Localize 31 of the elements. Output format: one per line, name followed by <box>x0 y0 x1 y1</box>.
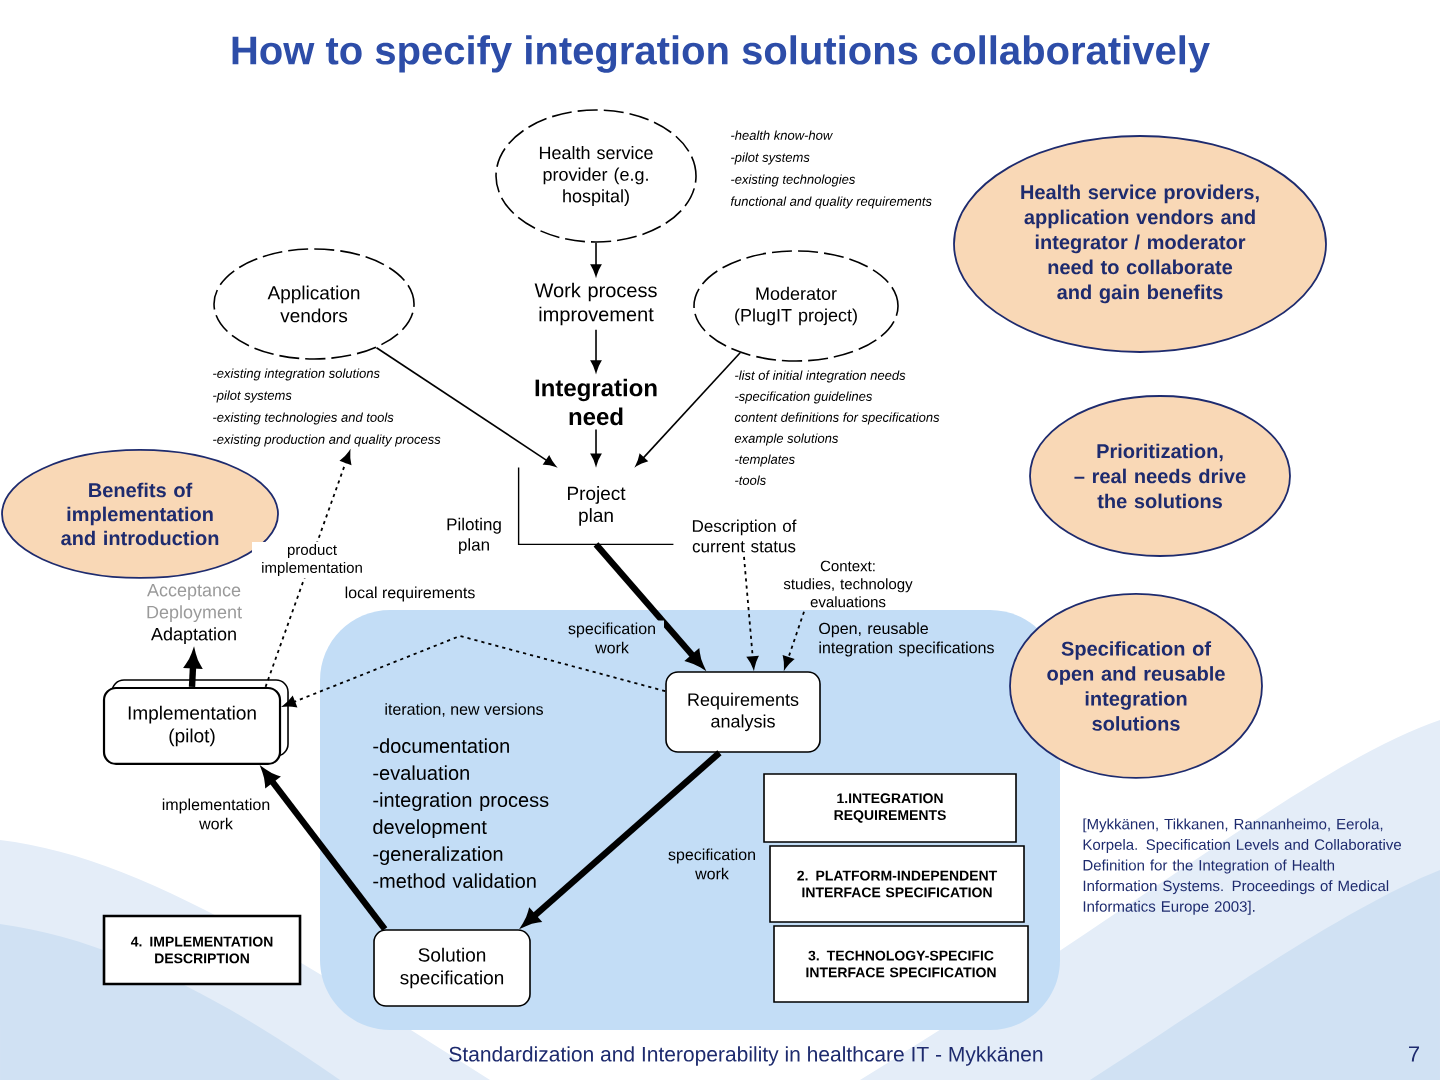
edge-label: implementation work <box>156 796 276 832</box>
arrow <box>590 428 602 466</box>
note-text: Piloting plan <box>447 517 501 555</box>
arrow <box>262 768 388 932</box>
title: How to specify integration solutions collaboratively <box>232 35 1210 73</box>
edge-label: local requirements <box>342 584 478 604</box>
arrow <box>590 328 602 373</box>
arrow <box>593 542 704 668</box>
bracket-box: Project plan <box>517 466 675 546</box>
arrow <box>375 346 556 467</box>
page-number: 7 <box>1409 1046 1419 1062</box>
arrow <box>283 635 667 708</box>
arrow <box>743 555 759 669</box>
arrow <box>590 242 602 277</box>
process-box: Implementation (pilot) <box>102 679 289 766</box>
note-text: Open, reusable integration specifications <box>819 622 994 657</box>
arrow <box>635 352 741 467</box>
step-text: Description of current status <box>692 519 797 553</box>
arrow <box>264 451 352 688</box>
arrow <box>185 651 201 688</box>
footer-text: Standardization and Interoperability in healthcare IT - Mykkänen <box>449 1046 1043 1066</box>
step-text: Integration need <box>535 378 657 426</box>
step-text: Work process improvement <box>534 282 657 326</box>
edge-label: specification work <box>560 620 664 656</box>
arrow <box>522 750 722 927</box>
step-text: Acceptance Deployment Adaptation <box>147 583 242 645</box>
edge-label: specification work <box>658 846 766 882</box>
arrow <box>782 610 805 669</box>
process-box: Requirements analysis <box>665 671 821 753</box>
note-text: iteration, new versions <box>385 703 543 717</box>
process-box: Solution specification <box>373 929 531 1007</box>
